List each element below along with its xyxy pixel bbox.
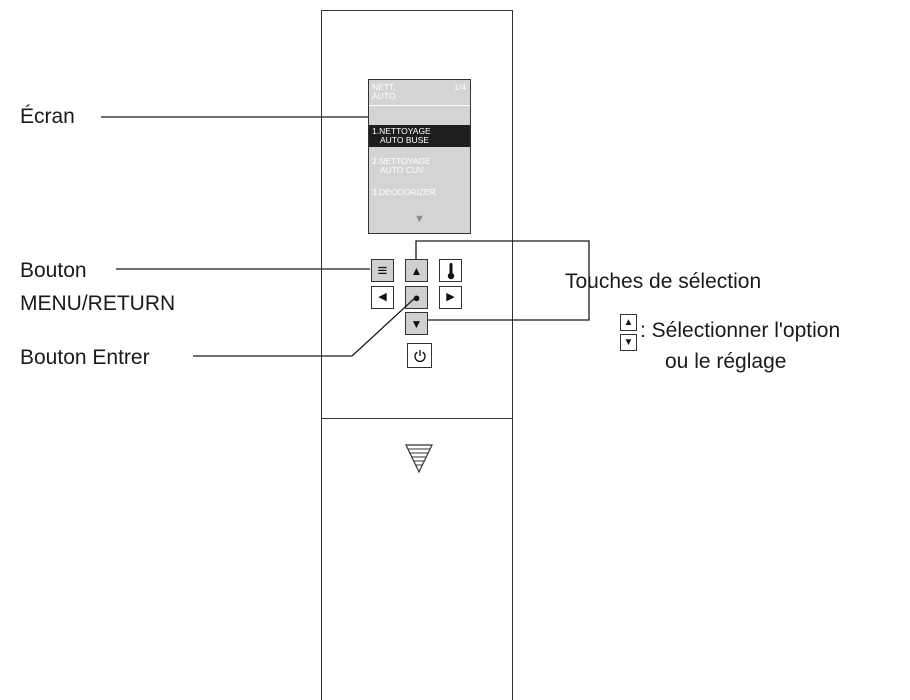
legend-up-arrow-icon: ▲	[623, 317, 634, 328]
power-icon	[413, 349, 426, 362]
selection-label: Touches de sélection	[565, 270, 762, 293]
screen-item-1-line2: AUTO BUSE	[380, 135, 429, 145]
up-arrow-icon: ▲	[410, 263, 423, 278]
enter-dot-icon: ●	[412, 290, 421, 305]
select-description-line1: : Sélectionner l'option	[640, 319, 841, 342]
select-description-line2: ou le réglage	[665, 350, 787, 373]
screen-more-arrow: ▼	[414, 213, 425, 225]
down-button[interactable]: ▼	[405, 312, 428, 335]
enter-leader-line	[193, 296, 417, 357]
screen-label: Écran	[20, 105, 75, 128]
down-arrow-icon: ▼	[410, 316, 423, 331]
menu-label-line1: Bouton	[20, 259, 87, 282]
screen-header-line1: NETT.	[372, 82, 396, 92]
enter-label: Bouton Entrer	[20, 346, 150, 369]
left-button[interactable]: ◀	[371, 286, 394, 309]
menu-icon: ≡	[377, 261, 388, 280]
screen-menu-item-1: 1.NETTOYAGE AUTO BUSE	[369, 125, 470, 147]
legend-down-key: ▼	[620, 334, 637, 351]
screen-header-line2: AUTO	[372, 91, 396, 101]
up-button[interactable]: ▲	[405, 259, 428, 282]
temperature-button[interactable]	[439, 259, 462, 282]
selection-leader-line	[415, 240, 590, 321]
menu-return-button[interactable]: ≡	[371, 259, 394, 282]
lcd-screen: NETT. AUTO 1/4 1.NETTOYAGE AUTO BUSE 2.N…	[368, 79, 471, 234]
screen-item-1-line1: 1.NETTOYAGE	[372, 126, 431, 136]
screen-item-2-line1: 2.NETTOYAGE	[372, 156, 431, 166]
cover-open-mark-icon	[405, 444, 433, 474]
legend-up-key: ▲	[620, 314, 637, 331]
legend-down-arrow-icon: ▼	[623, 337, 634, 348]
screen-divider	[369, 105, 470, 106]
screen-page-indicator: 1/4	[454, 82, 466, 92]
enter-button[interactable]: ●	[405, 286, 428, 309]
screen-menu-item-3: 3.DEODORIZER	[369, 188, 470, 197]
left-arrow-icon: ◀	[378, 291, 387, 303]
thermometer-icon	[447, 262, 454, 279]
right-arrow-icon: ▶	[446, 291, 455, 303]
menu-label-line2: MENU/RETURN	[20, 292, 176, 315]
right-button[interactable]: ▶	[439, 286, 462, 309]
remote-divider	[321, 418, 513, 419]
screen-item-3-line1: 3.DEODORIZER	[372, 187, 436, 197]
screen-item-2-line2: AUTO CUV.	[380, 165, 426, 175]
power-button[interactable]	[407, 343, 432, 368]
screen-header: NETT. AUTO	[372, 83, 396, 101]
screen-menu-item-2: 2.NETTOYAGE AUTO CUV.	[369, 157, 470, 175]
